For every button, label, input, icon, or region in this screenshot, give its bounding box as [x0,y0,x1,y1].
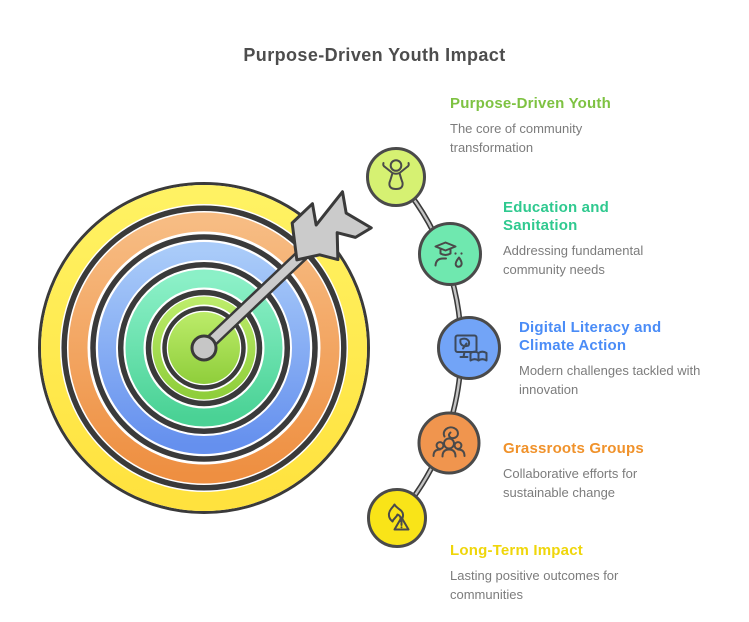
node-long-term-impact [367,488,427,548]
bullseye-target [38,182,373,514]
node-circle [417,411,481,475]
target-ring-divider [61,205,347,491]
node-text-education-sanitation: Education and Sanitation Addressing fund… [503,199,693,280]
node-circle [437,316,501,380]
node-digital-climate [437,316,501,380]
target-ring-green [152,296,256,400]
arrow-fletching [290,190,373,262]
node-circle [367,488,427,548]
graduation-sanitation-icon [434,241,463,268]
grassroots-people-icon [432,426,466,458]
node-description: The core of community transformation [450,121,583,155]
node-education-sanitation [418,222,482,286]
digital-climate-icon [454,334,488,362]
node-title: Education and Sanitation [503,199,609,234]
target-ring-yellow [41,185,367,511]
node-description: Addressing fundamental community needs [503,243,644,277]
target-ring-mint [125,269,283,427]
target-ring-orange [68,212,340,484]
node-text-long-term-impact: Long-Term Impact Lasting positive outcom… [450,542,670,605]
page-title: Purpose-Driven Youth Impact [243,45,506,65]
node-title: Long-Term Impact [450,542,583,559]
arrow-center-dot [190,334,218,362]
target-ring-divider [145,289,263,407]
node-circle [366,147,426,207]
node-text-digital-climate: Digital Literacy and Climate Action Mode… [519,319,739,400]
node-title: Purpose-Driven Youth [450,95,611,112]
node-text-grassroots-groups: Grassroots Groups Collaborative efforts … [503,440,713,503]
flame-warning-icon [387,503,410,531]
target-ring-divider [90,234,318,462]
target-ring-divider [162,306,246,390]
node-title: Digital Literacy and Climate Action [519,319,662,354]
node-description: Collaborative efforts for sustainable ch… [503,466,638,500]
arrow-icon [199,190,373,353]
node-description: Lasting positive outcomes for communitie… [450,568,619,602]
node-grassroots-groups [417,411,481,475]
node-purpose-driven-youth [366,147,426,207]
target-outer-outline [38,182,370,514]
node-description: Modern challenges tackled with innovatio… [519,363,701,397]
node-title: Grassroots Groups [503,440,644,457]
node-text-purpose-driven-youth: Purpose-Driven Youth The core of communi… [450,95,640,158]
target-ring-divider [117,261,291,435]
child-raised-arms-icon [382,159,410,190]
target-ring-blue [98,242,310,454]
